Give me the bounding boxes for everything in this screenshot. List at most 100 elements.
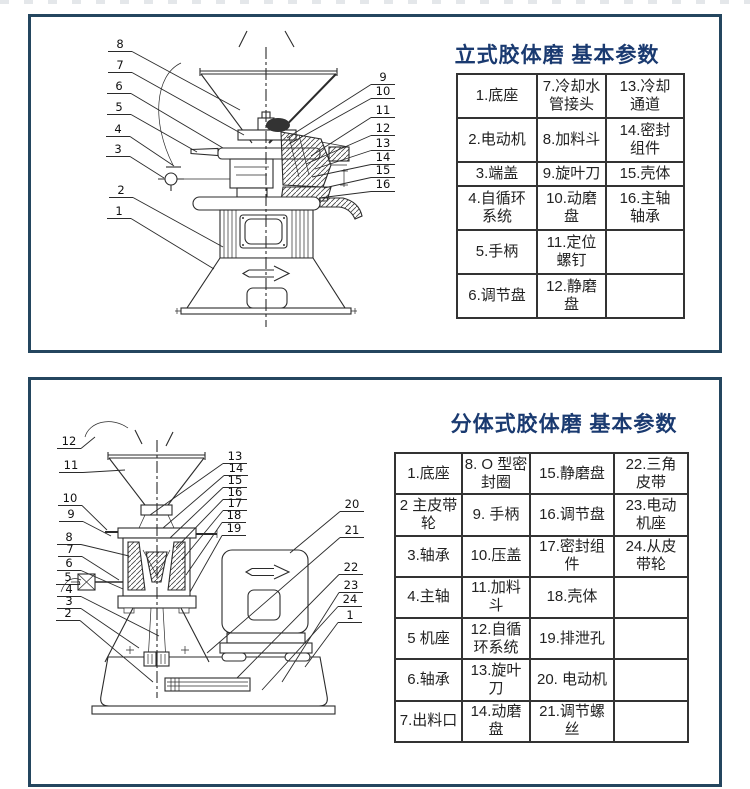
callout-leader — [311, 164, 372, 178]
part-number-label: 22 — [344, 560, 359, 574]
callout-leader — [305, 135, 372, 165]
part-number-label: 20 — [345, 497, 360, 511]
part-number-label: 8 — [65, 530, 72, 544]
part-cell: 15.壳体 — [605, 161, 685, 187]
part-cell: 2.电动机 — [456, 117, 538, 164]
callout-leader — [81, 556, 120, 581]
callout-leader — [131, 51, 241, 111]
part-number-label: 15 — [376, 163, 391, 177]
part-number-label: 2 — [117, 183, 124, 197]
part-cell: 1.底座 — [456, 72, 538, 120]
part-number-label: 12 — [376, 121, 391, 135]
part-number-label: 17 — [228, 496, 243, 510]
callout-leader — [130, 218, 215, 270]
callout-leader — [82, 469, 126, 473]
part-cell: 9. 手柄 — [461, 493, 531, 537]
part-number-label: 6 — [65, 556, 72, 570]
part-cell: 16.主轴 轴承 — [605, 184, 685, 231]
part-cell — [613, 575, 689, 620]
callout-leader — [81, 505, 108, 531]
callout-leader — [236, 574, 340, 679]
part-cell: 11.加料 斗 — [461, 575, 531, 620]
part-number-label: 16 — [376, 177, 391, 191]
part-cell: 22.三角 皮带 — [613, 451, 689, 496]
part-number-label: 7 — [116, 58, 123, 72]
part-cell: 14.动磨 盘 — [461, 699, 531, 744]
part-cell: 17.密封组 件 — [529, 534, 615, 578]
callout-leader — [80, 544, 130, 557]
part-cell: 12.静磨 盘 — [536, 272, 607, 320]
callout-leader — [129, 136, 175, 167]
part-number-label: 13 — [228, 449, 243, 463]
panel-title-vertical: 立式胶体磨 基本参数 — [454, 44, 660, 67]
part-cell: 3.端盖 — [456, 161, 538, 187]
part-cell: 10.压盖 — [461, 534, 531, 578]
part-number-label: 1 — [346, 608, 353, 622]
part-number-label: 2 — [64, 606, 71, 620]
callout-leader — [169, 487, 224, 539]
callout-leader — [185, 522, 223, 576]
callout-leader — [304, 622, 339, 668]
part-cell: 2 主皮带 轮 — [394, 493, 463, 537]
part-cell — [613, 658, 689, 702]
callout-leader — [323, 177, 372, 189]
part-number-label: 8 — [116, 37, 123, 51]
part-number-label: 21 — [345, 523, 360, 537]
page-top-remnant — [0, 0, 750, 4]
part-cell: 1.底座 — [394, 451, 463, 496]
part-cell: 13.冷却 通道 — [605, 72, 685, 120]
part-cell: 8.加料斗 — [536, 117, 607, 164]
callout-leader — [80, 596, 160, 637]
part-number-label: 11 — [64, 458, 79, 472]
part-number-label: 6 — [115, 79, 122, 93]
callout-leader — [129, 156, 165, 179]
part-cell — [613, 617, 689, 661]
part-number-label: 1 — [115, 204, 122, 218]
callout-leader — [189, 535, 223, 593]
part-cell — [605, 228, 685, 275]
part-cell: 4.自循环 系统 — [456, 184, 538, 231]
callout-leader — [130, 114, 198, 153]
part-cell: 3.轴承 — [394, 534, 463, 578]
callout-leader — [261, 606, 339, 691]
part-number-label: 16 — [228, 485, 243, 499]
part-cell: 9.旋叶刀 — [536, 161, 607, 187]
part-number-label: 23 — [344, 578, 359, 592]
part-cell — [613, 699, 689, 744]
part-cell: 6.调节盘 — [456, 272, 538, 320]
part-cell: 15.静磨盘 — [529, 451, 615, 496]
part-number-label: 11 — [376, 103, 391, 117]
callout-leader — [82, 521, 112, 537]
callout-leader — [149, 463, 224, 516]
callout-leader — [318, 191, 372, 199]
part-number-label: 13 — [376, 136, 391, 150]
callout-leader — [289, 511, 341, 554]
part-number-label: 12 — [62, 434, 77, 448]
callout-leader — [80, 608, 140, 649]
part-cell: 5.手柄 — [456, 228, 538, 275]
part-cell: 24.从皮 带轮 — [613, 534, 689, 578]
callout-leader — [79, 620, 154, 683]
callout-leader — [181, 510, 224, 561]
part-number-label: 10 — [63, 491, 78, 505]
part-number-label: 4 — [65, 582, 72, 596]
part-cell: 13.旋叶 刀 — [461, 658, 531, 702]
part-number-label: 9 — [379, 70, 386, 84]
part-number-label: 7 — [66, 542, 73, 556]
part-cell: 21.调节螺 丝 — [529, 699, 615, 744]
part-number-label: 3 — [65, 594, 72, 608]
callout-leader — [80, 436, 96, 449]
